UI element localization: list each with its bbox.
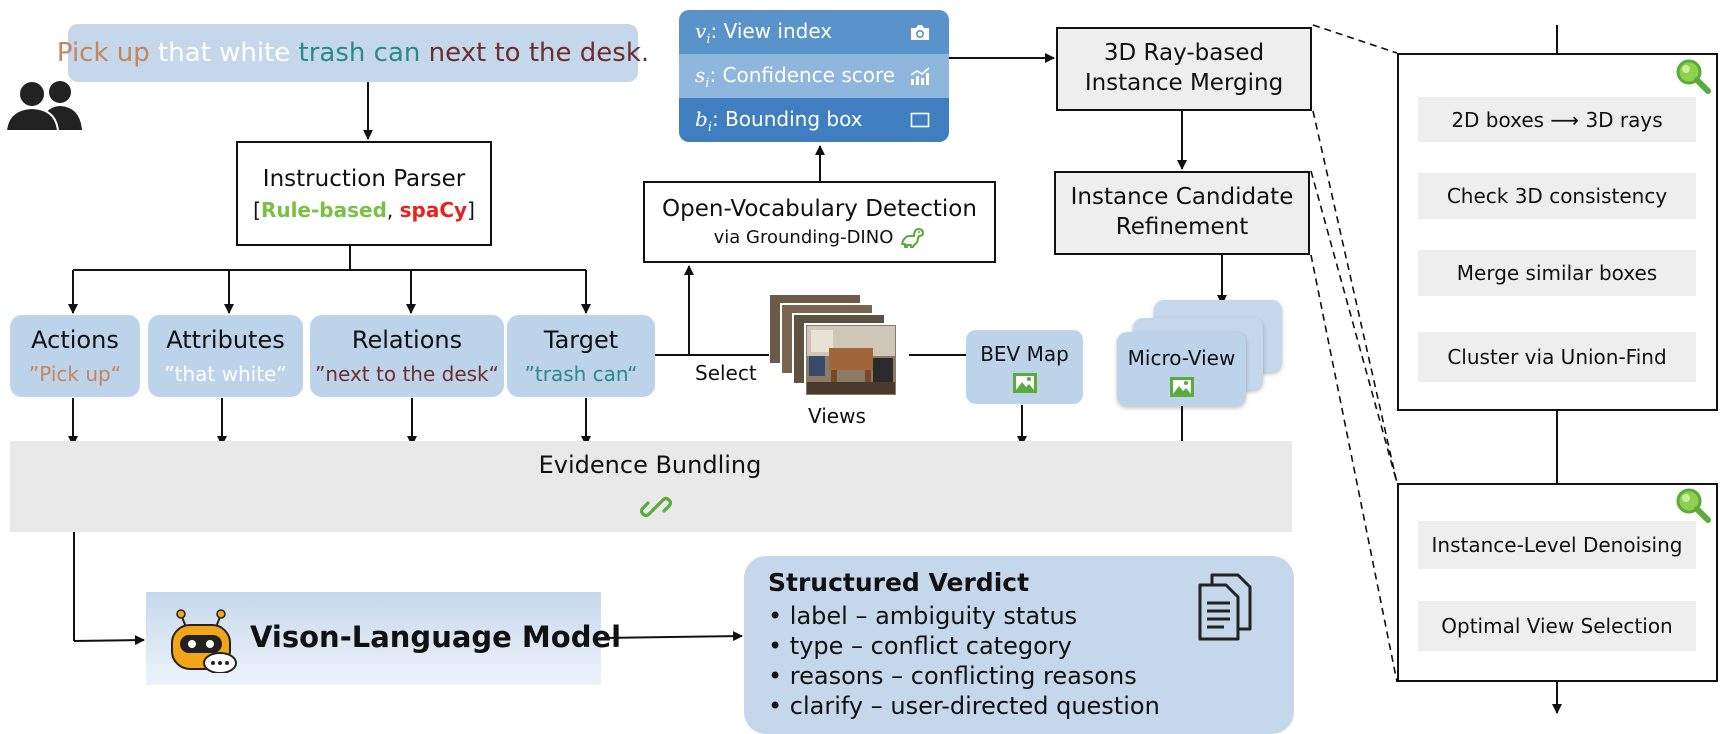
- chip-relations-label: Relations: [351, 326, 463, 354]
- chip-attributes-quote: ”that white“: [164, 362, 287, 386]
- chip-actions-label: Actions: [31, 326, 119, 354]
- bev-map-chip: BEV Map: [966, 330, 1083, 404]
- views-label: Views: [808, 404, 866, 428]
- micro-view-chip: Micro-View: [1117, 332, 1246, 406]
- confidence-text: : Confidence score: [709, 63, 896, 87]
- square-icon: [910, 112, 930, 128]
- verdict-item-label: • label – ambiguity status: [768, 602, 1078, 630]
- rule-based-label: Rule-based: [260, 197, 387, 222]
- vlm-label: Vison-Language Model: [250, 620, 622, 654]
- chart-icon: [910, 67, 930, 85]
- evidence-bundling-title: Evidence Bundling: [538, 451, 762, 479]
- instruction-action: Pick up: [56, 38, 150, 68]
- open-vocabulary-detection-box: Open-Vocabulary Detection via Grounding-…: [643, 181, 996, 263]
- users-icon: [4, 80, 82, 131]
- instruction-relation: next to the desk.: [420, 38, 650, 68]
- evidence-bundling-bar: [10, 441, 1292, 532]
- refinement-line1: Instance Candidate: [1070, 184, 1294, 211]
- image-icon: [1013, 373, 1037, 393]
- image-icon: [1170, 377, 1194, 397]
- chip-attributes-label: Attributes: [166, 326, 285, 354]
- instruction-parser-box: Instruction Parser [Rule-based, spaCy]: [236, 141, 492, 246]
- instruction-text: Pick up that white trash can next to the…: [57, 24, 649, 82]
- magnifier-icon: [1676, 488, 1711, 523]
- view-index-text: : View index: [710, 19, 833, 43]
- view-index-row: vi: View index: [679, 10, 949, 54]
- verdict-title: Structured Verdict: [768, 568, 1030, 597]
- step-merge-boxes: Merge similar boxes: [1418, 250, 1696, 296]
- bracket-open: [: [253, 197, 261, 222]
- detection-output-card: vi: View index si: Confidence score bi: …: [679, 10, 949, 142]
- document-icon: [1198, 573, 1252, 641]
- confidence-subscript: i: [705, 76, 710, 91]
- views-photo-stack: [769, 294, 898, 397]
- parser-methods: [Rule-based, spaCy]: [253, 198, 475, 222]
- refinement-line2: Refinement: [1115, 214, 1249, 240]
- dinosaur-icon: [901, 228, 925, 248]
- magnifier-icon: [1676, 59, 1711, 94]
- instruction-attribute: that white: [149, 38, 299, 68]
- chip-target-label: Target: [543, 326, 619, 354]
- bounding-box-text: : Bounding box: [711, 107, 863, 131]
- select-label: Select: [695, 361, 757, 385]
- ovd-subtitle-text: via Grounding-DINO: [713, 226, 894, 248]
- chip-actions-quote: ”Pick up“: [28, 362, 122, 386]
- robot-icon: [171, 609, 237, 673]
- chip-target-quote: ”trash can“: [524, 362, 638, 386]
- micro-view-label: Micro-View: [1127, 346, 1236, 370]
- comma: ,: [386, 197, 400, 222]
- view-index-symbol: v: [695, 19, 707, 43]
- bounding-box-symbol: b: [695, 107, 708, 131]
- verdict-item-reasons: • reasons – conflicting reasons: [768, 662, 1137, 690]
- step-instance-denoising: Instance-Level Denoising: [1418, 521, 1696, 569]
- chip-relations: Relations ”next to the desk“: [310, 315, 504, 397]
- instance-candidate-refinement-box: Instance Candidate Refinement: [1054, 171, 1310, 255]
- refinement-detail-panel: [1397, 483, 1718, 682]
- confidence-score-row: si: Confidence score: [679, 54, 949, 98]
- chip-attributes: Attributes ”that white“: [148, 315, 303, 397]
- step-boxes-to-rays: 2D boxes ⟶ 3D rays: [1418, 97, 1696, 142]
- step-check-consistency: Check 3D consistency: [1418, 173, 1696, 219]
- bracket-close: ]: [467, 197, 475, 222]
- verdict-item-type: • type – conflict category: [768, 632, 1072, 660]
- confidence-symbol: s: [695, 63, 706, 87]
- view-index-subscript: i: [706, 32, 711, 47]
- step-view-selection: Optimal View Selection: [1418, 601, 1696, 651]
- chip-target: Target ”trash can“: [507, 315, 655, 397]
- chip-actions: Actions ”Pick up“: [10, 315, 140, 397]
- ray-merging-line1: 3D Ray-based: [1103, 40, 1265, 67]
- camera-icon: [911, 25, 929, 40]
- chip-relations-quote: ”next to the desk“: [314, 362, 499, 386]
- ray-merging-line2: Instance Merging: [1084, 70, 1284, 96]
- ray-based-instance-merging-box: 3D Ray-based Instance Merging: [1056, 27, 1312, 111]
- spacy-label: spaCy: [399, 197, 468, 222]
- bounding-box-subscript: i: [707, 120, 712, 135]
- verdict-item-clarify: • clarify – user-directed question: [768, 692, 1160, 720]
- step-union-find: Cluster via Union-Find: [1418, 332, 1696, 382]
- bev-map-label: BEV Map: [980, 342, 1069, 366]
- parser-title: Instruction Parser: [262, 165, 466, 192]
- instruction-target: trash can: [298, 38, 421, 68]
- ovd-title: Open-Vocabulary Detection: [662, 196, 977, 222]
- link-icon: [640, 496, 672, 518]
- ovd-subtitle: via Grounding-DINO: [714, 226, 926, 248]
- bounding-box-row: bi: Bounding box: [679, 98, 949, 142]
